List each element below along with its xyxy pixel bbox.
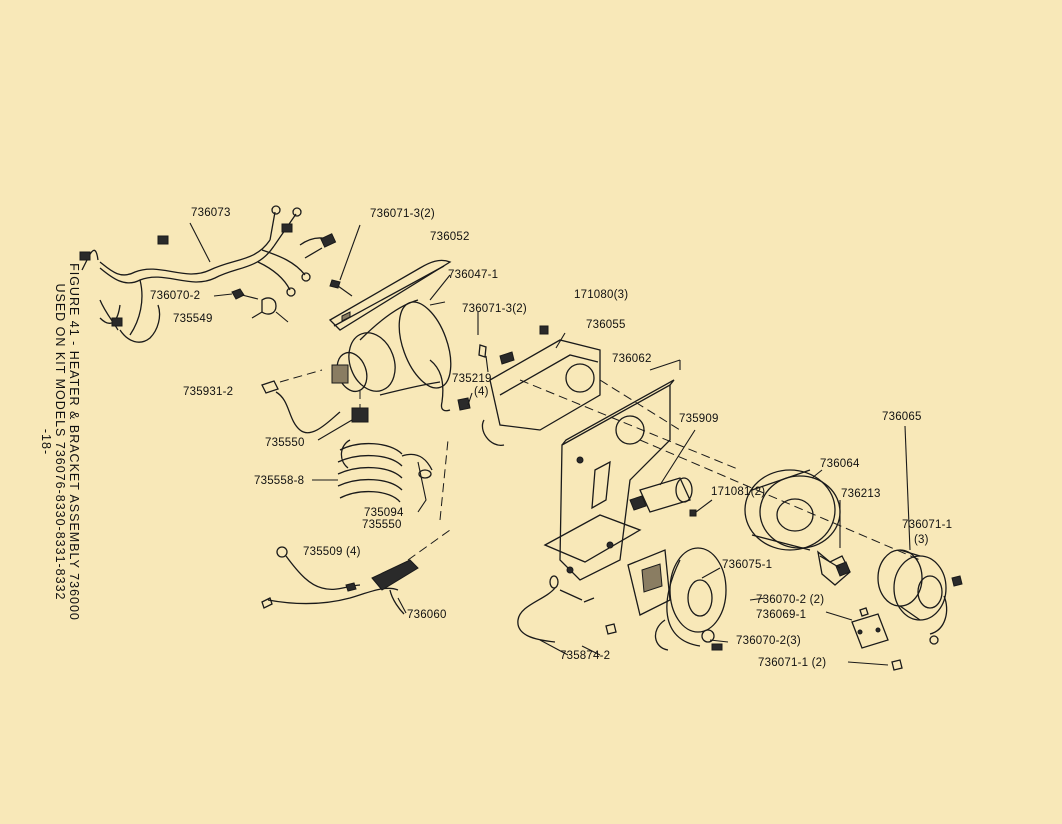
heater-body-736047-1	[331, 274, 471, 412]
callout-736069-1: 736069-1	[756, 609, 807, 621]
fan-assembly-736065	[877, 425, 963, 645]
callout-735509-4: 735509 (4)	[303, 546, 361, 558]
callout-735931-2: 735931-2	[183, 386, 234, 398]
callout-735550-lower: 735550	[362, 519, 402, 531]
leader-lines	[312, 301, 889, 666]
cord-735874-2	[517, 575, 617, 656]
switch-735909	[629, 429, 713, 517]
coil-cord-735558-8	[337, 390, 433, 513]
callout-736213: 736213	[841, 488, 881, 500]
callout-735219-qty: (4)	[474, 386, 489, 398]
callout-171080-3: 171080(3)	[574, 289, 629, 301]
callout-736073: 736073	[191, 207, 231, 219]
callout-735549: 735549	[173, 313, 213, 325]
callout-736070-2-3: 736070-2(3)	[736, 635, 801, 647]
callout-736064: 736064	[820, 458, 860, 470]
fan-housing-736064	[744, 469, 841, 551]
callout-735558-8: 735558-8	[254, 475, 305, 487]
screw-and-clamp	[213, 288, 289, 323]
callout-735219: 735219	[452, 373, 492, 385]
heater-cover-736052	[328, 224, 452, 331]
callout-736071-3-2-lower: 736071-3(2)	[462, 303, 527, 315]
callout-736071-1-qty: (3)	[914, 534, 929, 546]
callout-736075-1: 736075-1	[722, 559, 773, 571]
callout-736070-2: 736070-2	[150, 290, 201, 302]
callout-735094: 735094	[364, 507, 404, 519]
thermostat-736069-1	[851, 607, 903, 671]
callout-736062: 736062	[612, 353, 652, 365]
callout-736071-1-2: 736071-1 (2)	[758, 657, 827, 669]
fan-blade-736213	[639, 439, 921, 586]
wiring-harness-736073	[79, 205, 337, 343]
callout-171081-2: 171081(2)	[711, 486, 766, 498]
callout-736055: 736055	[586, 319, 626, 331]
caption-subtitle: USED ON KIT MODELS 736076-8330-8331-8332	[53, 283, 67, 601]
callout-736065: 736065	[882, 411, 922, 423]
callout-736047-1: 736047-1	[448, 269, 499, 281]
callout-736071-3-2-upper: 736071-3(2)	[370, 208, 435, 220]
cord-assembly-736060	[261, 439, 451, 615]
callout-735550-upper: 735550	[265, 437, 305, 449]
callout-736071-1: 736071-1	[902, 519, 953, 531]
terminal-735931-2	[261, 369, 341, 434]
bracket-736055	[478, 325, 601, 446]
caption-title: FIGURE 41 - HEATER & BRACKET ASSEMBLY 73…	[67, 263, 81, 621]
main-bracket-736062	[519, 379, 741, 581]
page-number: -18-	[39, 428, 53, 456]
callout-736060: 736060	[407, 609, 447, 621]
callout-735909: 735909	[679, 413, 719, 425]
callout-736052: 736052	[430, 231, 470, 243]
callout-736070-2-2: 736070-2 (2)	[756, 594, 825, 606]
callout-735874-2: 735874-2	[560, 650, 611, 662]
motor-736075-1	[627, 547, 727, 651]
figure-caption: FIGURE 41 - HEATER & BRACKET ASSEMBLY 73…	[39, 202, 81, 682]
